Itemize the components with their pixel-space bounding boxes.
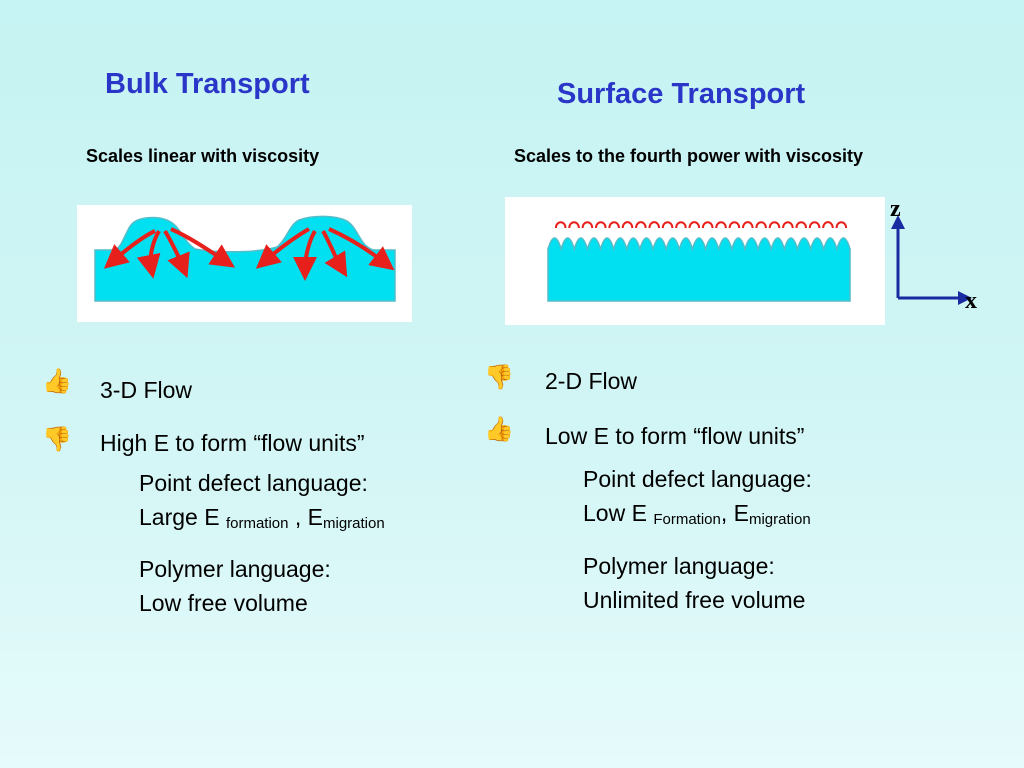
surface-loop-arrow [768,221,781,229]
arrow-r4 [328,227,395,271]
thumbs-down-icon: 👎 [42,426,72,453]
z-axis-label: z [890,196,901,222]
surface-polymer-block: Polymer language: Unlimited free volume [583,549,805,617]
surface-loop-arrow [822,221,834,229]
bulk-polymer-value: Low free volume [139,590,308,616]
surface-loop-arrow [688,221,701,229]
surface-loop-arrow [648,221,661,229]
arrow-r1 [255,227,310,269]
surface-flow-diagram [505,197,885,325]
surface-loop-arrow [635,221,647,229]
bulk-bullet-1-text: 3-D Flow [100,377,193,403]
bulk-polymer-label: Polymer language: [139,556,331,582]
surface-flow-svg [547,221,851,302]
surface-loop-arrow [835,221,848,229]
bulk-subtitle: Scales linear with viscosity [86,146,320,166]
surface-loop-arrow [661,221,674,229]
thumbs-up-icon: 👍 [42,368,72,395]
surface-loop-arrow [594,221,607,229]
surface-point-defect-label: Point defect language: [583,466,812,492]
surface-loop-arrow [795,221,808,229]
surface-loop-arrow [782,221,794,229]
axes-svg [891,215,972,305]
bulk-flow-svg [94,215,396,302]
surface-loop-arrow [701,221,714,229]
bulk-point-defect-label: Point defect language: [139,470,368,496]
surface-polymer-value: Unlimited free volume [583,587,806,613]
bulk-bullet-2-text: High E to form “flow units” [100,430,365,456]
surface-subtitle: Scales to the fourth power with viscosit… [514,146,864,166]
bulk-polymer-block: Polymer language: Low free volume [139,552,331,620]
arrow-l4 [170,227,235,268]
surface-bullet-2-text: Low E to form “flow units” [545,423,805,449]
arrow-r2 [293,229,318,281]
bulk-transport-title: Bulk Transport [105,68,310,100]
thumbs-up-icon: 👍 [484,416,514,443]
surface-loop-arrow [808,221,821,229]
arrow-r3 [321,229,348,278]
bulk-point-defect-value: Large E formation , Emigration [139,504,385,532]
arrow-l1 [103,229,156,269]
surface-loop-arrow [755,221,767,229]
surface-bullet-1-text: 2-D Flow [545,368,638,394]
surface-point-defect-value: Low E Formation, Emigration [583,500,811,528]
bulk-flow-diagram [77,205,412,322]
surface-loop-arrow [554,221,567,229]
surface-loop-arrow [715,221,727,229]
surface-loop-arrow [741,221,754,229]
surface-loop-arrow [581,221,594,229]
surface-loop-arrow [728,221,741,229]
surface-transport-title: Surface Transport [557,78,806,110]
surface-loop-arrow [621,221,634,229]
arrow-l2 [136,229,161,279]
bulk-point-defect-block: Point defect language: Large E formation… [139,466,385,541]
x-axis-label: x [965,288,977,314]
surface-loop-arrow [608,221,620,229]
surface-loop-arrow [568,221,580,229]
axes-diagram [880,195,990,320]
bulk-arrows [103,227,395,281]
surface-loop-arrow [675,221,687,229]
surface-polymer-label: Polymer language: [583,553,775,579]
bulk-fluid-shape [94,215,396,302]
thumbs-down-icon: 👎 [484,364,514,391]
surface-fluid-shape [547,237,851,302]
surface-point-defect-block: Point defect language: Low E Formation, … [583,462,812,537]
arrow-l3 [163,229,190,279]
